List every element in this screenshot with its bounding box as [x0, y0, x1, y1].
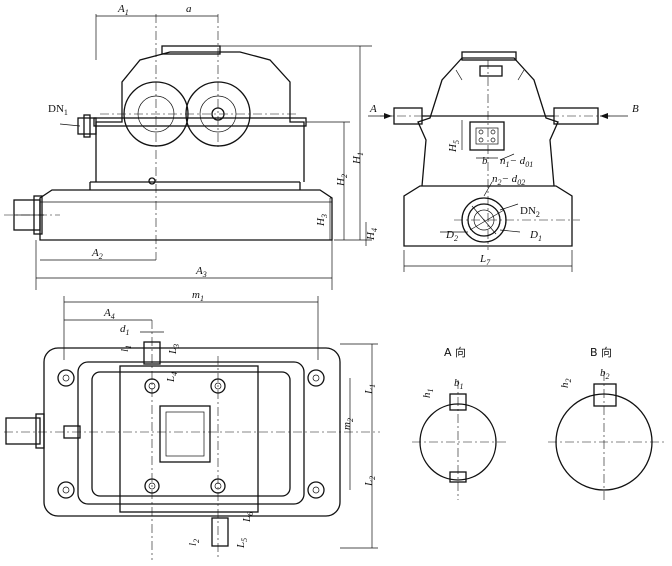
label-view-B: B 向	[590, 345, 612, 359]
label-d1: d1	[120, 323, 130, 337]
dimension-labels: A1 a DN1 A2 A3 H1 H2 H3 H4 A B H5 b n1− …	[48, 3, 639, 549]
label-D1: D1	[529, 229, 542, 243]
label-A4: A4	[103, 307, 115, 321]
label-H1: H1	[351, 152, 365, 165]
label-Hs: H5	[447, 140, 461, 153]
label-l2: l2	[187, 539, 201, 546]
label-H2: H2	[335, 174, 349, 187]
label-n1d01: n1− d01	[500, 155, 533, 169]
label-DN2: DN2	[520, 205, 540, 219]
label-H3: H3	[315, 214, 329, 227]
label-b1: b1	[454, 377, 464, 391]
label-h1: h1	[421, 389, 435, 399]
label-L1: L1	[363, 384, 377, 395]
label-D2: D2	[445, 229, 458, 243]
label-arrow-A: A	[369, 103, 377, 115]
label-a: a	[186, 3, 192, 15]
front-view	[4, 14, 372, 290]
label-L4: L4	[165, 372, 179, 383]
label-L2: L2	[363, 476, 377, 487]
label-L5: L5	[235, 538, 249, 549]
label-l1: l1	[119, 345, 133, 352]
label-n2d02: n2− d02	[492, 173, 525, 187]
label-b2: b2	[600, 367, 610, 381]
label-L7: L7	[479, 253, 491, 267]
label-A3: A3	[195, 265, 207, 279]
label-arrow-B: B	[632, 103, 639, 115]
plan-view	[4, 296, 380, 560]
label-L6: L6	[241, 512, 255, 523]
section-views	[412, 372, 664, 500]
label-L3: L3	[167, 344, 181, 355]
label-DN1: DN1	[48, 103, 68, 117]
side-view	[365, 51, 628, 272]
label-H4: H4	[365, 228, 379, 241]
label-m2: m2	[341, 418, 355, 430]
label-b: b	[482, 155, 488, 167]
label-A2: A2	[91, 247, 103, 261]
label-A1: A1	[117, 3, 129, 17]
label-view-A: A 向	[444, 345, 466, 359]
label-m1: m1	[192, 289, 204, 303]
label-h2: h2	[559, 379, 573, 389]
